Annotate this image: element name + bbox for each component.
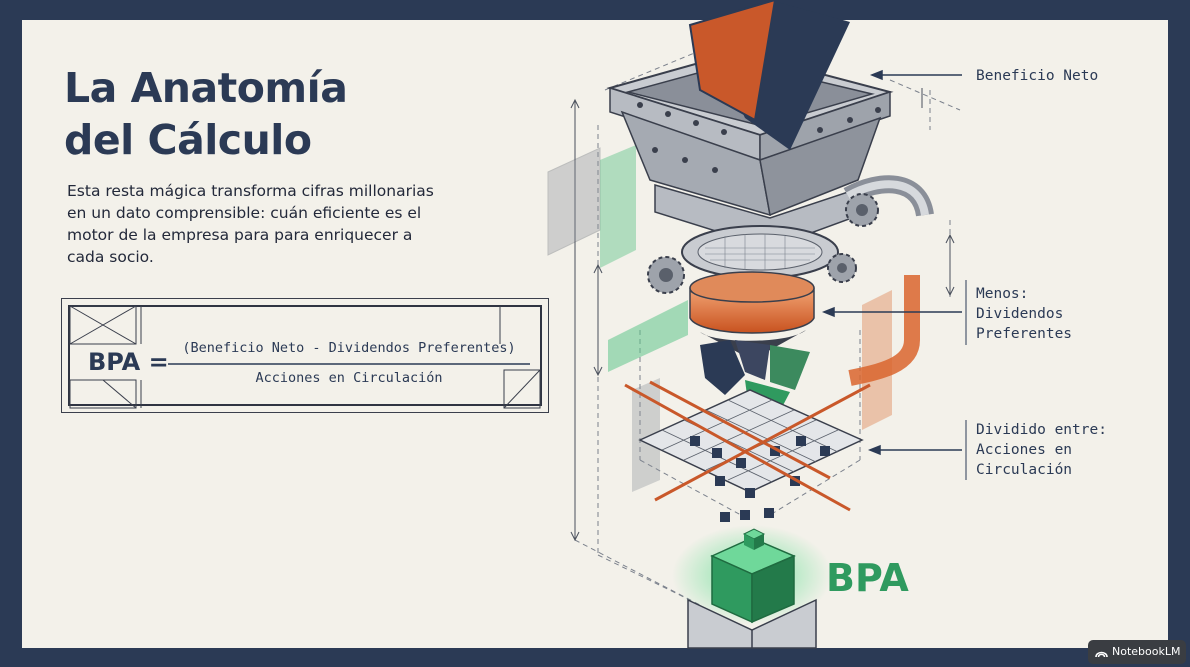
orange-rods: [624, 380, 871, 512]
badge-label: NotebookLM: [1112, 645, 1181, 658]
title-line-1: La Anatomía: [64, 64, 348, 112]
formula-denominator: Acciones en Circulación: [255, 370, 443, 386]
side-plane-orange: [862, 290, 892, 430]
hopper-funnel-right: [759, 116, 882, 217]
result-label: BPA: [826, 556, 909, 600]
title-line-2: del Cálculo: [64, 116, 312, 164]
result-mini-cube-left: [744, 534, 754, 550]
side-plane-green-mid: [608, 300, 688, 372]
side-plane-gray-bottom: [632, 378, 660, 492]
callout-net-income: Beneficio Neto: [976, 68, 1099, 84]
input-block-orange: [688, 0, 777, 122]
side-plane-gray: [547, 147, 601, 256]
callout-leaders: [821, 69, 967, 480]
result-cube-right: [751, 554, 795, 624]
gear-left-icon: [647, 256, 685, 294]
notebooklm-logo-icon: [1095, 651, 1108, 658]
result-pedestal: [687, 598, 817, 649]
pipe-lower-orange: [848, 275, 920, 386]
pipe-upper-highlight: [846, 180, 929, 216]
gear-right-icon: [827, 193, 879, 283]
dimension-arrows: [570, 88, 955, 542]
dividend-ring-band: [689, 287, 815, 334]
slide-canvas: [22, 20, 1168, 648]
mesh-disc-inner: [697, 233, 823, 271]
notebooklm-badge[interactable]: NotebookLM: [1088, 640, 1186, 664]
mesh-lines: [705, 234, 815, 270]
formula-inner-frame: [68, 305, 542, 406]
slide-title: La Anatomía del Cálculo: [64, 62, 348, 166]
side-plane-green-top: [600, 145, 636, 268]
share-grid-plate: [638, 389, 864, 493]
result-mini-cube-right: [754, 534, 764, 550]
callout-shares-outstanding: Dividido entre: Acciones en Circulación: [976, 422, 1107, 478]
formula-lhs: BPA =: [88, 348, 169, 376]
formula-numerator: (Beneficio Neto - Dividendos Preferentes…: [182, 340, 516, 356]
formula-corner-marks: [69, 305, 541, 409]
formula-box: [61, 298, 549, 413]
slide-description: Esta resta mágica transforma cifras mill…: [67, 182, 434, 266]
callout-preferred-dividends: Menos: Dividendos Preferentes: [976, 286, 1073, 342]
